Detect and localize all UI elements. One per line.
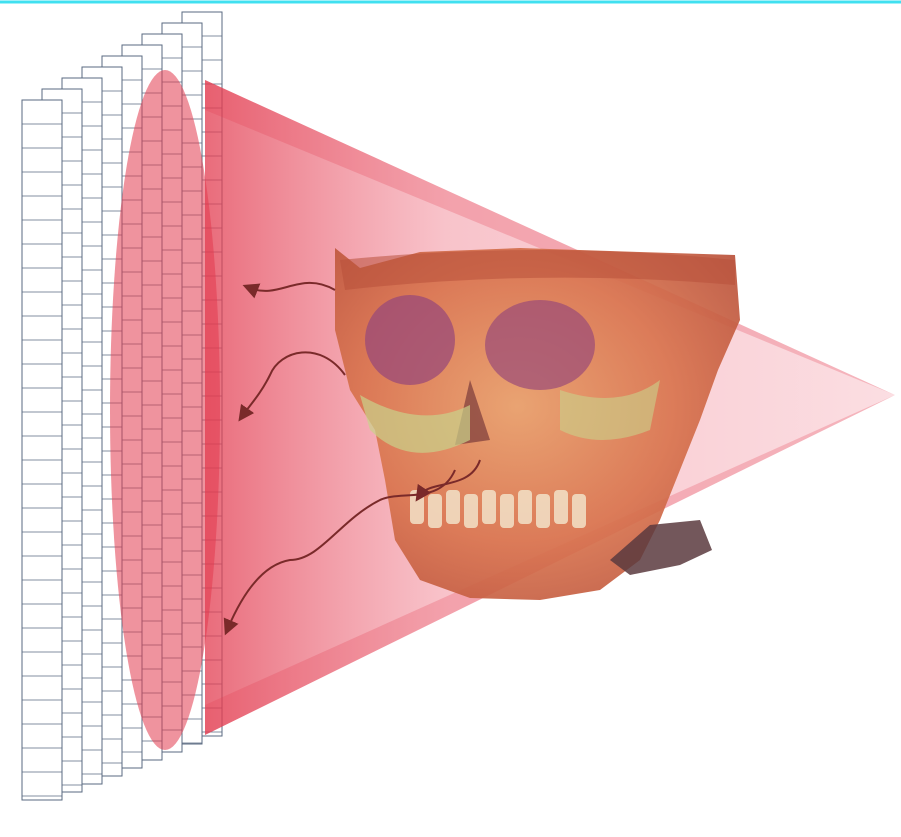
tooth: [518, 490, 532, 524]
tooth: [536, 494, 550, 528]
left-eye-socket: [365, 295, 455, 385]
tooth: [572, 494, 586, 528]
tooth: [554, 490, 568, 524]
right-eye-socket: [485, 300, 595, 390]
tooth: [446, 490, 460, 524]
detector-slab: [22, 100, 62, 800]
beam-projection-on-detector: [110, 70, 220, 750]
tooth: [482, 490, 496, 524]
tooth: [428, 494, 442, 528]
tooth: [464, 494, 478, 528]
tooth: [500, 494, 514, 528]
